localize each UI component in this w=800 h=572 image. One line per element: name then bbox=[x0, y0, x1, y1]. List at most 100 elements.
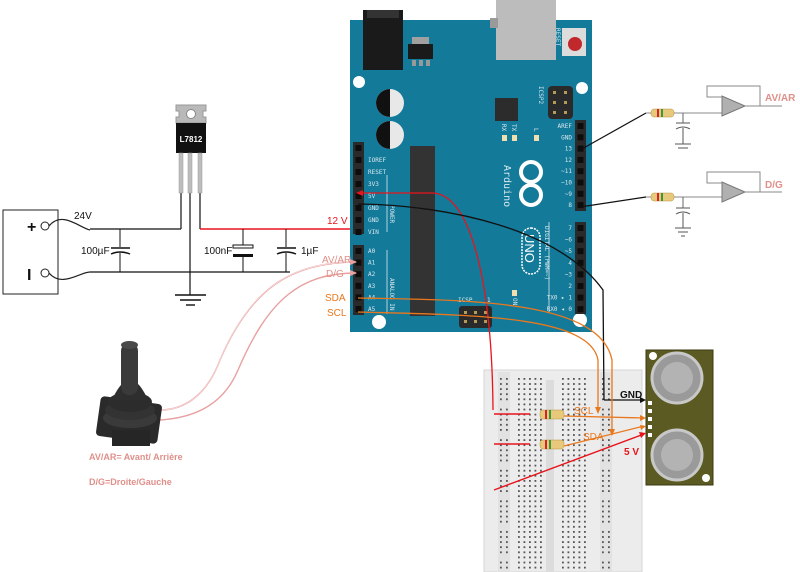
power-rails bbox=[90, 192, 355, 306]
analog-pin bbox=[355, 282, 362, 289]
breadboard-hole bbox=[506, 393, 508, 396]
breadboard-hole bbox=[540, 520, 542, 523]
breadboard-hole bbox=[534, 474, 537, 477]
breadboard-hole bbox=[523, 444, 526, 447]
breadboard-hole bbox=[602, 536, 604, 538]
breadboard-hole bbox=[584, 505, 586, 508]
breadboard-hole bbox=[500, 459, 502, 462]
breadboard-hole bbox=[573, 495, 575, 498]
digital-pin-label: RX0 ◂ 0 bbox=[547, 306, 573, 313]
breadboard-hole bbox=[567, 510, 570, 513]
breadboard-hole bbox=[518, 383, 520, 385]
breadboard-hole bbox=[578, 500, 581, 503]
breadboard-hole bbox=[506, 429, 508, 431]
breadboard-hole bbox=[602, 500, 604, 503]
board-capacitors bbox=[376, 89, 404, 149]
breadboard-hole bbox=[573, 408, 575, 411]
breadboard-hole bbox=[578, 439, 581, 441]
breadboard-hole bbox=[578, 485, 581, 487]
breadboard-hole bbox=[529, 403, 531, 406]
breadboard-hole bbox=[500, 439, 502, 441]
breadboard-hole bbox=[540, 510, 542, 513]
breadboard-hole bbox=[608, 388, 610, 390]
breadboard-hole bbox=[523, 469, 526, 472]
breadboard-hole bbox=[608, 515, 610, 518]
breadboard-hole bbox=[573, 469, 575, 472]
analog-pin bbox=[355, 306, 362, 312]
breadboard-hole bbox=[506, 383, 508, 385]
breadboard-hole bbox=[529, 536, 531, 538]
arduino-brand: Arduino bbox=[501, 165, 512, 207]
breadboard-hole bbox=[506, 566, 508, 569]
breadboard-hole bbox=[506, 439, 508, 441]
power-pin-label: 3V3 bbox=[368, 181, 379, 188]
breadboard-hole bbox=[584, 551, 586, 554]
breadboard-hole bbox=[529, 480, 531, 482]
breadboard-hole bbox=[562, 393, 564, 396]
breadboard-hole bbox=[506, 546, 508, 549]
breadboard-hole bbox=[534, 459, 537, 462]
digital-pin bbox=[577, 259, 584, 266]
breadboard-hole bbox=[500, 510, 502, 513]
ground-symbol bbox=[175, 294, 206, 306]
breadboard-hole bbox=[540, 388, 542, 390]
breadboard-hole bbox=[506, 454, 508, 457]
breadboard-hole bbox=[518, 474, 520, 477]
breadboard-hole bbox=[540, 495, 542, 498]
breadboard-hole bbox=[567, 500, 570, 503]
usb-chip bbox=[495, 98, 518, 121]
breadboard-hole bbox=[518, 444, 520, 447]
breadboard-hole bbox=[518, 515, 520, 518]
joystick-handle bbox=[121, 343, 138, 395]
breadboard-hole bbox=[578, 561, 581, 564]
breadboard-hole bbox=[573, 531, 575, 533]
wire-sda bbox=[357, 297, 613, 432]
breadboard-hole bbox=[567, 541, 570, 543]
breadboard-hole bbox=[584, 393, 586, 396]
breadboard-hole bbox=[567, 490, 570, 492]
breadboard-hole bbox=[506, 485, 508, 487]
on-label: ON bbox=[511, 298, 518, 306]
breadboard-hole bbox=[602, 454, 604, 457]
breadboard-hole bbox=[584, 536, 586, 538]
breadboard-hole bbox=[608, 551, 610, 554]
digital-pin-label: ~5 bbox=[565, 248, 573, 255]
breadboard-hole bbox=[500, 520, 502, 523]
breadboard-hole bbox=[584, 500, 586, 503]
legend-av-ar: AV/AR= Avant/ Arrière bbox=[89, 452, 183, 462]
breadboard-hole bbox=[578, 551, 581, 554]
breadboard-hole bbox=[567, 551, 570, 554]
breadboard-hole bbox=[578, 454, 581, 457]
breadboard-hole bbox=[518, 429, 520, 431]
breadboard-hole bbox=[608, 500, 610, 503]
breadboard-hole bbox=[567, 434, 570, 436]
breadboard-hole bbox=[602, 429, 604, 431]
breadboard-hole bbox=[506, 449, 508, 452]
breadboard-hole bbox=[567, 480, 570, 482]
breadboard-hole bbox=[578, 541, 581, 543]
breadboard-hole bbox=[540, 454, 542, 457]
breadboard-hole bbox=[523, 531, 526, 533]
breadboard-hole bbox=[608, 418, 610, 421]
breadboard-hole bbox=[602, 408, 604, 411]
breadboard-hole bbox=[584, 510, 586, 513]
breadboard-hole bbox=[540, 556, 542, 559]
breadboard-hole bbox=[506, 423, 508, 426]
breadboard-hole bbox=[584, 403, 586, 406]
breadboard-hole bbox=[602, 469, 604, 472]
digital-pin-label: ~9 bbox=[565, 191, 573, 198]
av-ar-label: AV/AR bbox=[322, 255, 351, 266]
wire-d-g bbox=[159, 272, 357, 421]
digital-pin bbox=[577, 236, 584, 243]
breadboard-hole bbox=[518, 500, 520, 503]
breadboard-hole bbox=[534, 500, 537, 503]
filter-output-d-g: D/G bbox=[765, 180, 783, 191]
breadboard-hole bbox=[523, 398, 526, 401]
wire-scl bbox=[357, 311, 599, 410]
digital-pin-label: ~3 bbox=[565, 271, 573, 278]
breadboard-hole bbox=[529, 464, 531, 467]
breadboard-hole bbox=[608, 413, 610, 416]
breadboard-hole bbox=[584, 408, 586, 411]
breadboard-hole bbox=[562, 510, 564, 513]
breadboard-hole bbox=[608, 541, 610, 543]
